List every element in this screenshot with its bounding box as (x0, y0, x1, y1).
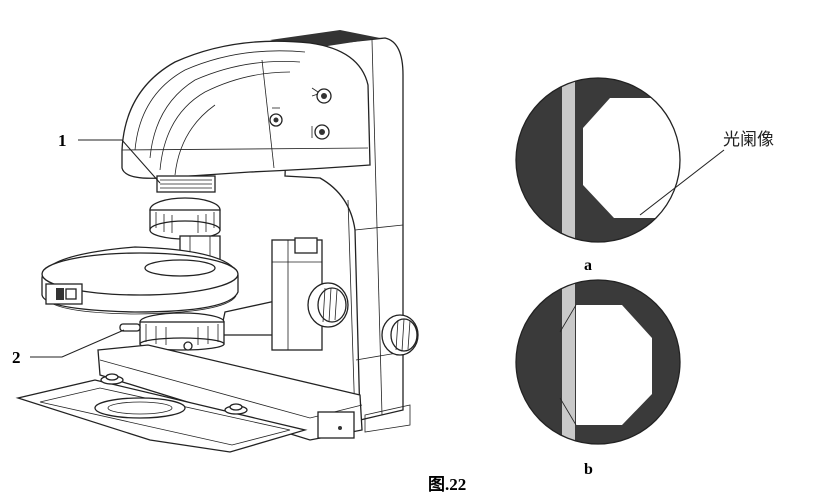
panel-a-annotation: 光阑像 (723, 130, 774, 150)
illuminator-head (121, 40, 371, 179)
callout-1-leader (78, 139, 161, 184)
panel-a-view: 光阑像 a (515, 77, 774, 274)
panel-a-light-band (562, 78, 575, 242)
panel-b-view: b (515, 279, 681, 478)
callout-2-label: 2 (12, 348, 21, 367)
panel-b-light-band (562, 280, 575, 444)
figure-caption: 图.22 (428, 475, 466, 494)
microscope-base (97, 344, 363, 441)
panel-a-aperture-image (583, 98, 680, 218)
plate-opening (94, 397, 186, 419)
microscope-illustration (15, 30, 419, 453)
panel-b-label: b (584, 461, 593, 478)
panel-b-aperture-image (576, 305, 652, 425)
callout-1-label: 1 (58, 131, 67, 150)
aperture-lever (119, 323, 141, 332)
panel-a-label: a (584, 257, 592, 274)
callout-2-leader (30, 329, 125, 358)
panel-a-annotation-leader (639, 149, 725, 216)
